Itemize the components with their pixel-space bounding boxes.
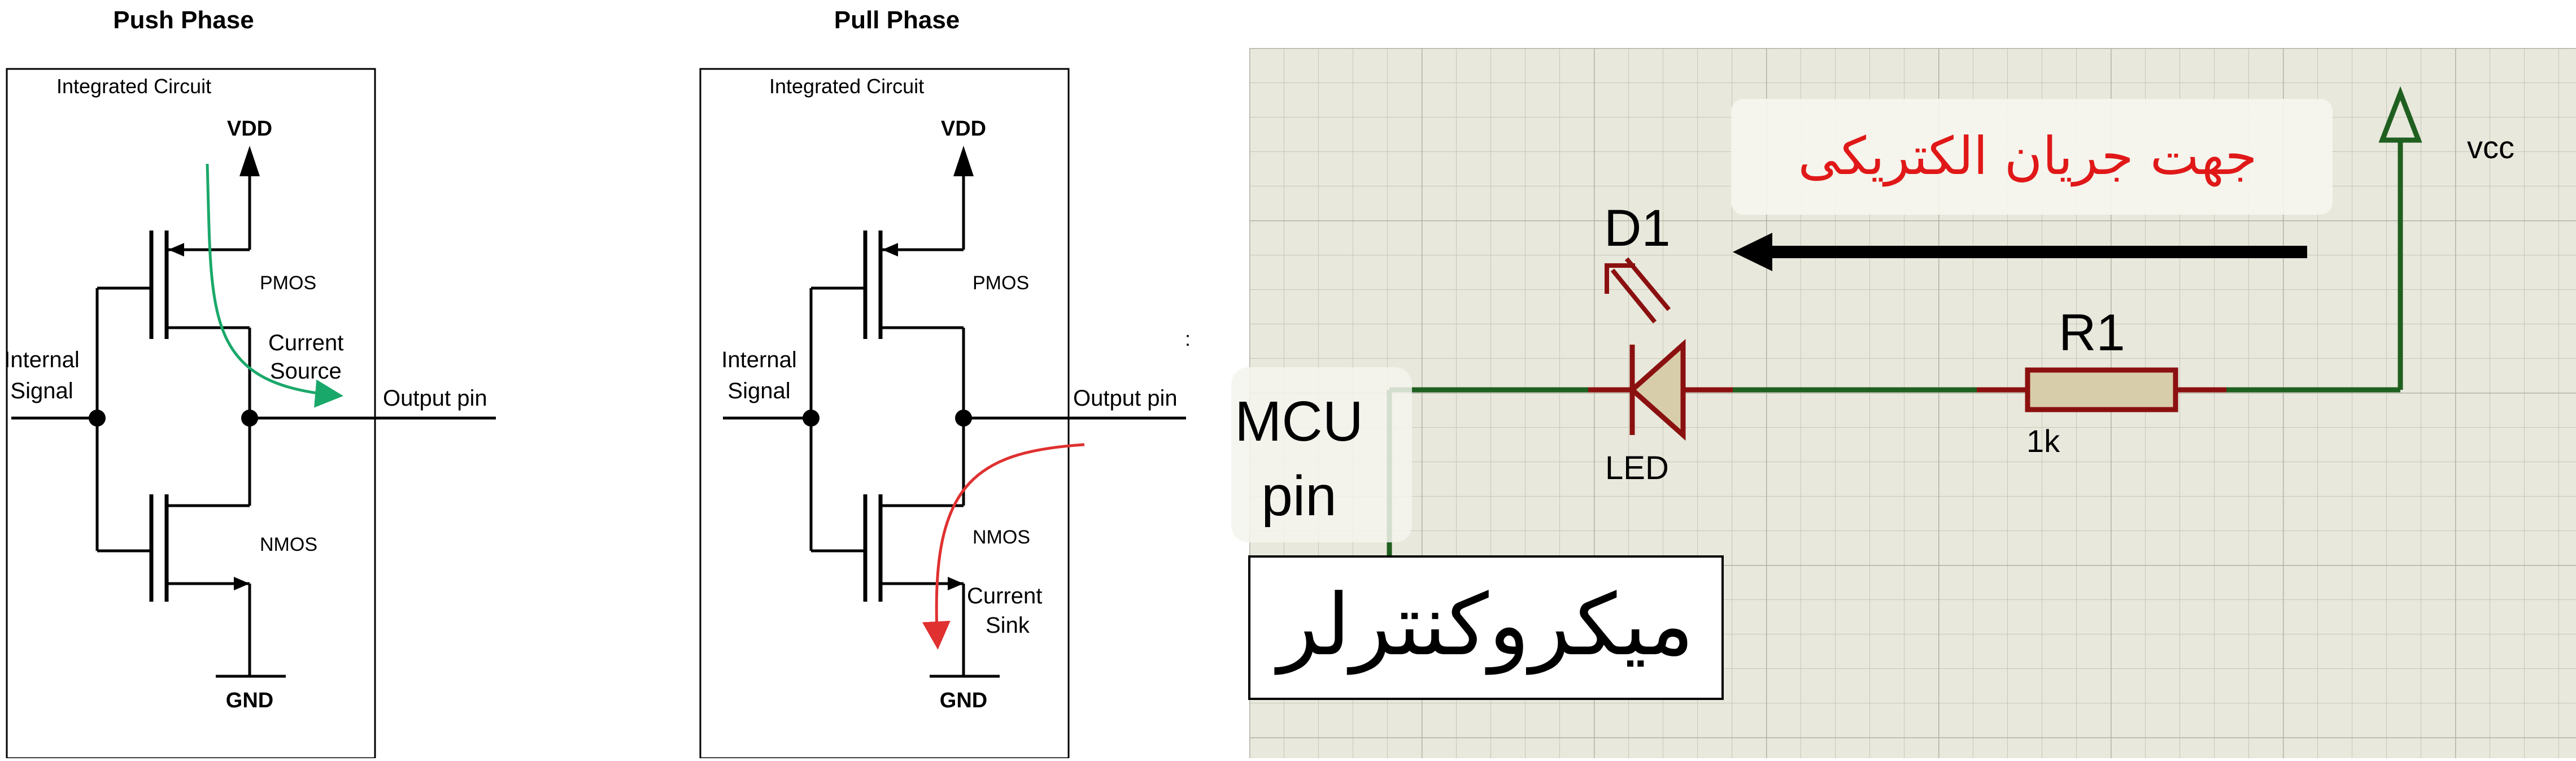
pull-internal-line2: Signal [727,379,790,403]
push-ic-label: Integrated Circuit [56,75,211,98]
pull-pmos-label: PMOS [973,272,1029,294]
push-vdd-arrow [239,146,260,176]
diode-ref: D1 [1604,199,1671,257]
pull-ic-label: Integrated Circuit [769,75,924,98]
direction-label-box [1731,99,2333,215]
push-output-label: Output pin [383,386,487,411]
pull-stray-mark: : [1185,327,1191,350]
resistor-r1 [2025,367,2178,412]
pull-current-line2: Sink [986,613,1030,638]
push-input-node [89,410,106,427]
pull-vdd-label: VDD [941,117,986,141]
push-current-line2: Source [270,359,342,384]
pull-nmos-label: NMOS [973,527,1030,548]
mcu-label-box [1231,367,1412,542]
led-d1 [1588,257,1733,441]
push-pmos-label: PMOS [260,272,316,294]
vcc-label: vcc [2467,129,2514,165]
current-direction-label: جهت جریان الکتریکی [1798,126,2257,187]
push-internal-line2: Signal [10,379,73,403]
pull-pmos [863,231,965,418]
push-phase-panel: Push Phase Integrated Circuit VDD PMOS I… [4,6,496,759]
mcu-line1: MCU [1235,390,1363,453]
led-circuit-panel: جهت جریان الکتریکی vcc R1 1k D1 LED [1231,48,2576,758]
resistor-ref: R1 [2059,304,2125,362]
pull-output-label: Output pin [1073,386,1178,411]
push-title: Push Phase [113,6,254,34]
pull-current-arrow [922,443,1085,650]
push-pmos [149,231,251,418]
pull-phase-panel: Pull Phase Integrated Circuit VDD PMOS I… [699,6,1191,759]
mcu-line2: pin [1261,464,1336,528]
pull-input-node [803,410,820,427]
pull-ic-box [699,68,1070,759]
push-current-arrow [206,163,343,408]
resistor-value: 1k [2026,423,2060,459]
pull-title: Pull Phase [834,6,960,34]
push-current-line1: Current [268,331,343,355]
push-nmos-label: NMOS [260,534,317,555]
push-gnd-label: GND [226,689,273,712]
push-internal-line1: Internal [4,347,79,372]
diode-value: LED [1605,450,1669,486]
pull-current-line1: Current [967,584,1042,608]
pull-internal-line1: Internal [721,347,796,372]
microcontroller-box [1248,555,1724,700]
push-ic-box [6,68,376,759]
direction-arrow-head [1733,233,1772,271]
push-vdd-label: VDD [227,117,272,141]
push-nmos [149,418,286,678]
microcontroller-label: میکروکنترلر [1274,576,1694,675]
pull-nmos [863,418,1000,678]
pull-gnd-label: GND [940,689,987,712]
pull-vdd-arrow [953,146,974,176]
